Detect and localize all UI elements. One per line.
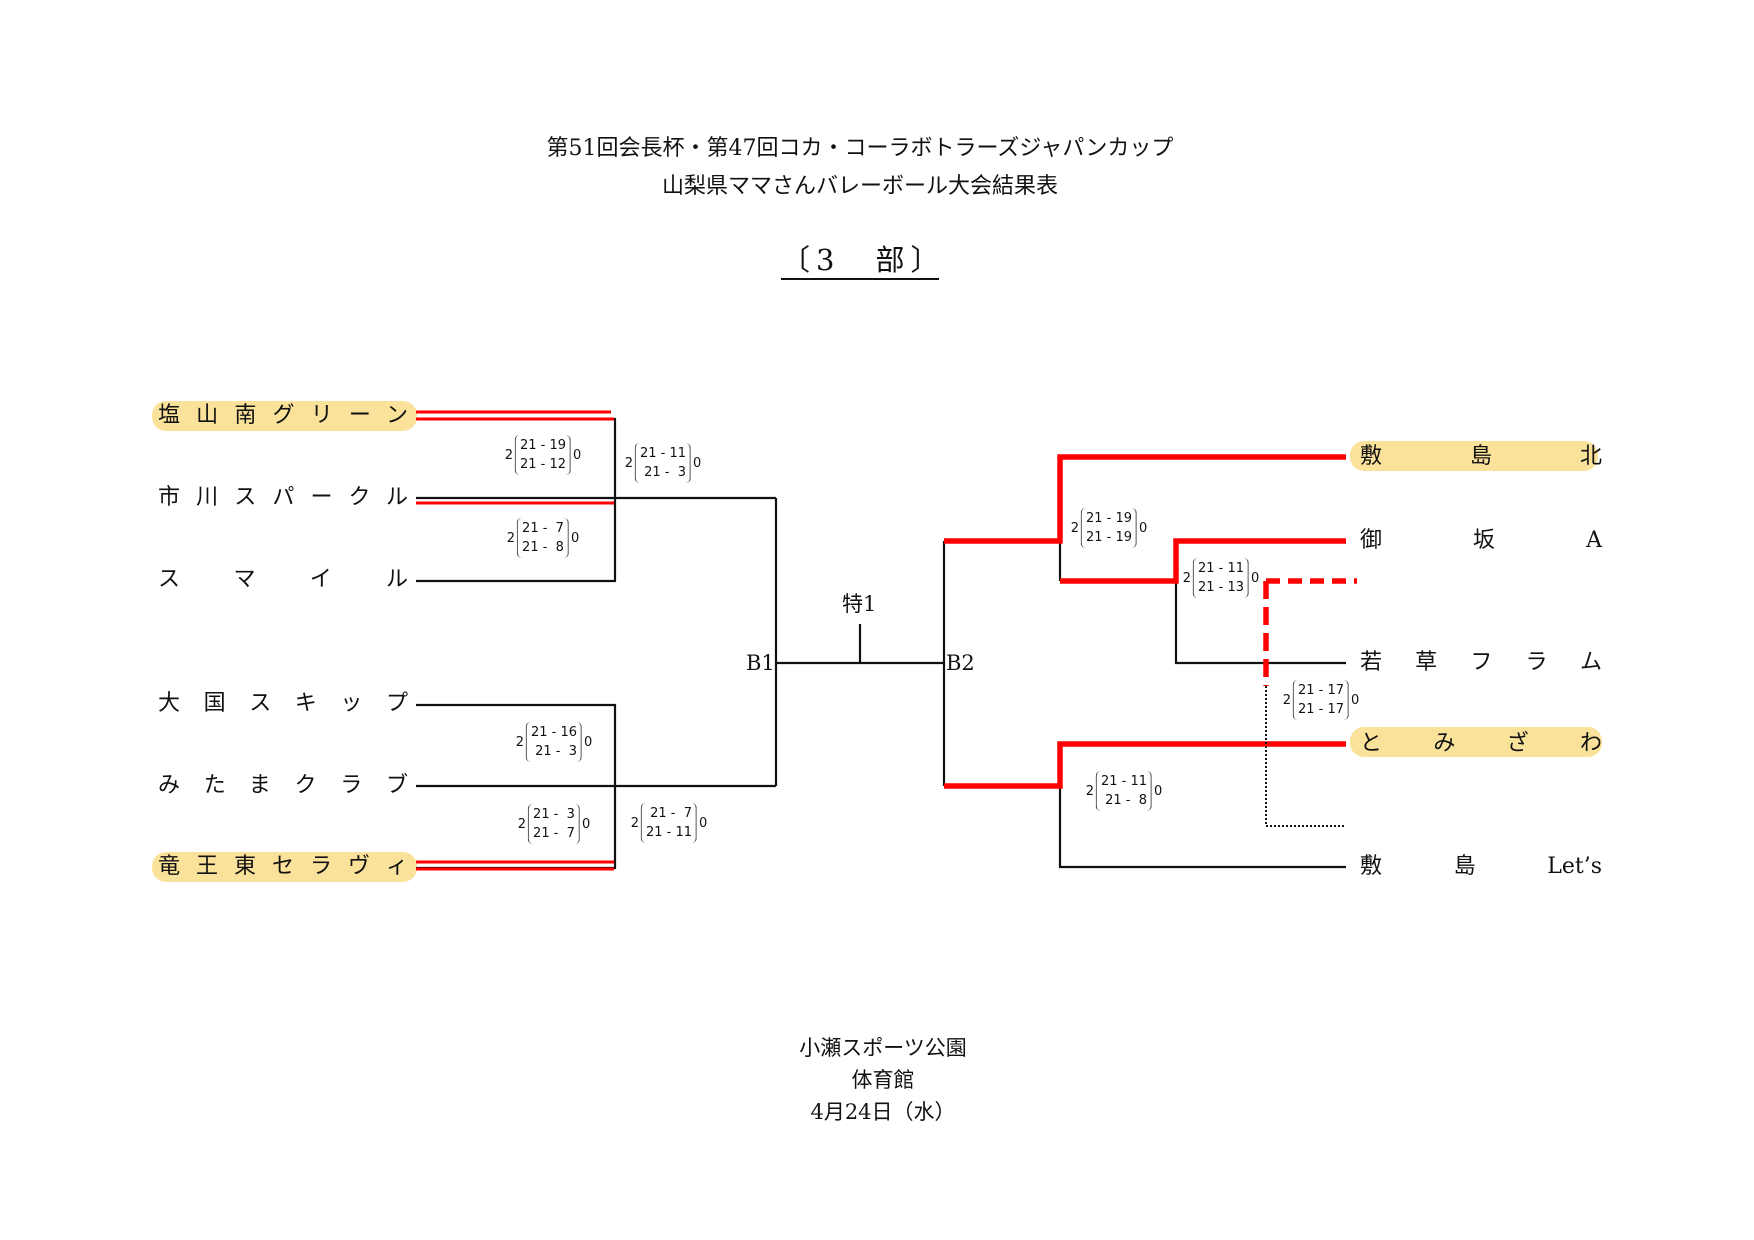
set-score: 21 - 8	[1105, 793, 1148, 808]
set-score: 21 - 11	[639, 446, 687, 461]
sets-won-right: 0	[699, 815, 708, 831]
sets-won-left: 2	[504, 447, 513, 463]
team-name: 大国スキップ	[158, 691, 408, 716]
sets-won-left: 2	[1070, 520, 1079, 536]
set-score: 21 - 11	[645, 825, 693, 840]
match-score: 2 21 - 19 21 - 19 0	[1070, 508, 1148, 548]
set-scores: 21 - 11 21 - 13	[1192, 558, 1250, 598]
set-scores: 21 - 11 21 - 3	[634, 443, 692, 483]
team-name: 市川スパークル	[158, 485, 408, 510]
set-score: 21 - 17	[1297, 683, 1345, 698]
team-name: スマイル	[158, 567, 408, 592]
set-scores: 21 - 19 21 - 19	[1080, 508, 1138, 548]
bracket-label-b1: B1	[746, 651, 775, 675]
team-name: とみざわ	[1360, 731, 1602, 756]
team-name: 敷島Let’s	[1360, 854, 1602, 879]
team-name: みたまクラブ	[158, 773, 408, 798]
set-score: 21 - 3	[535, 744, 578, 759]
sets-won-left: 2	[624, 455, 633, 471]
sets-won-right: 0	[570, 530, 580, 546]
sets-won-right: 0	[1154, 783, 1163, 799]
set-scores: 21 - 16 21 - 3	[525, 722, 583, 762]
match-score: 2 21 - 7 21 - 11 0	[630, 803, 708, 843]
team-name: 若草フラム	[1360, 650, 1602, 675]
winner-highlight	[152, 401, 417, 431]
set-scores: 21 - 19 21 - 12	[514, 435, 572, 475]
set-scores: 21 - 11 21 - 8	[1095, 771, 1153, 811]
winner-highlight	[152, 852, 417, 882]
sets-won-right: 0	[581, 816, 591, 832]
set-score: 21 - 7	[650, 806, 693, 821]
tournament-subtitle: 山梨県ママさんバレーボール大会結果表	[661, 174, 1058, 199]
sets-won-left: 2	[515, 734, 524, 750]
set-scores: 21 - 7 21 - 8	[517, 518, 569, 558]
bracket-label-special: 特1	[842, 592, 877, 616]
sets-won-left: 2	[1282, 692, 1291, 708]
team-name: 塩山南グリーン	[158, 403, 408, 428]
set-score: 21 - 19	[1085, 530, 1133, 545]
venue: 小瀬スポーツ公園	[799, 1036, 967, 1060]
tournament-title: 第51回会長杯・第47回コカ・コーラボトラーズジャパンカップ	[546, 136, 1174, 161]
sets-won-right: 0	[1351, 692, 1360, 708]
match-date: 4月24日（水）	[810, 1100, 956, 1124]
set-scores: 21 - 17 21 - 17	[1292, 680, 1350, 720]
sets-won-left: 2	[517, 816, 527, 832]
set-score: 21 - 19	[1085, 511, 1133, 526]
set-score: 21 - 7	[522, 521, 564, 536]
match-score: 2 21 - 11 21 - 8 0	[1085, 771, 1163, 811]
set-score: 21 - 11	[1197, 561, 1245, 576]
set-scores: 21 - 7 21 - 11	[640, 803, 698, 843]
set-scores: 21 - 3 21 - 7	[528, 804, 580, 844]
division-heading: 〔3 部〕	[781, 242, 939, 280]
set-score: 21 - 8	[522, 540, 564, 555]
match-score: 2 21 - 7 21 - 8 0	[507, 518, 579, 558]
match-score: 2 21 - 17 21 - 17 0	[1282, 680, 1360, 720]
set-score: 21 - 13	[1197, 580, 1245, 595]
set-score: 21 - 19	[519, 438, 567, 453]
sets-won-right: 0	[1139, 520, 1148, 536]
sets-won-left: 2	[1085, 783, 1094, 799]
match-score: 2 21 - 11 21 - 3 0	[624, 443, 702, 483]
sets-won-left: 2	[630, 815, 639, 831]
set-score: 21 - 12	[519, 457, 567, 472]
match-score: 2 21 - 11 21 - 13 0	[1182, 558, 1260, 598]
match-score: 2 21 - 16 21 - 3 0	[515, 722, 593, 762]
set-score: 21 - 17	[1297, 702, 1345, 717]
sets-won-left: 2	[1182, 570, 1191, 586]
winner-highlight	[1350, 727, 1602, 757]
sets-won-right: 0	[584, 734, 593, 750]
team-name: 敷島北	[1360, 444, 1602, 469]
team-name: 御坂A	[1360, 528, 1602, 553]
set-score: 21 - 3	[533, 807, 575, 822]
set-score: 21 - 11	[1100, 774, 1148, 789]
set-score: 21 - 16	[530, 725, 578, 740]
sets-won-right: 0	[1251, 570, 1260, 586]
match-score: 2 21 - 19 21 - 12 0	[504, 435, 582, 475]
winner-highlight	[1350, 441, 1598, 471]
bracket-label-b2: B2	[946, 651, 975, 675]
sets-won-right: 0	[693, 455, 702, 471]
match-score: 2 21 - 3 21 - 7 0	[518, 804, 590, 844]
sets-won-left: 2	[506, 530, 516, 546]
sets-won-right: 0	[573, 447, 582, 463]
set-score: 21 - 3	[644, 465, 687, 480]
team-name: 竜王東セラヴィ	[158, 854, 408, 879]
venue-hall: 体育館	[851, 1068, 915, 1092]
set-score: 21 - 7	[533, 826, 575, 841]
